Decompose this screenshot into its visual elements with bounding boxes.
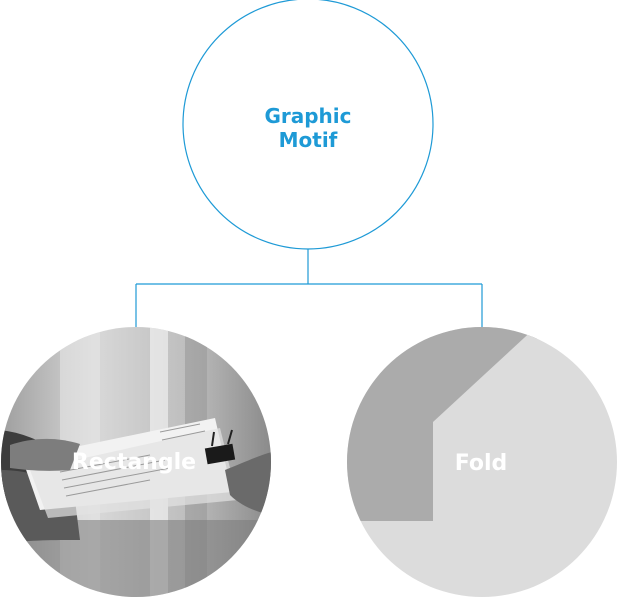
root-label-line2: Motif [278, 128, 338, 152]
connector-lines [135, 249, 483, 327]
fold-node-label: Fold [454, 451, 508, 476]
root-label-line1: Graphic [264, 104, 352, 128]
root-node-label: Graphic Motif [208, 104, 408, 152]
rectangle-node-label: Rectangle [71, 450, 197, 475]
rectangle-node-photo [1, 327, 271, 597]
fold-node-graphic [347, 327, 617, 597]
